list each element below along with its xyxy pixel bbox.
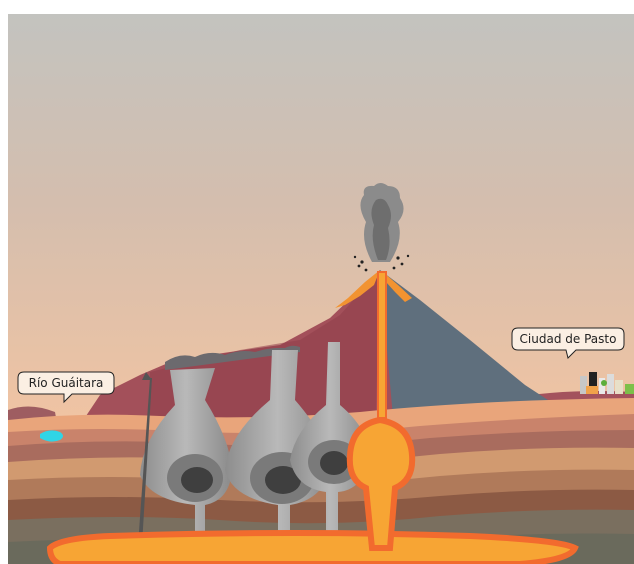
magma-reservoir <box>50 533 575 564</box>
active-conduit <box>378 272 386 418</box>
city-label: Ciudad de Pasto <box>520 332 617 346</box>
river-label: Río Guáitara <box>29 376 104 390</box>
